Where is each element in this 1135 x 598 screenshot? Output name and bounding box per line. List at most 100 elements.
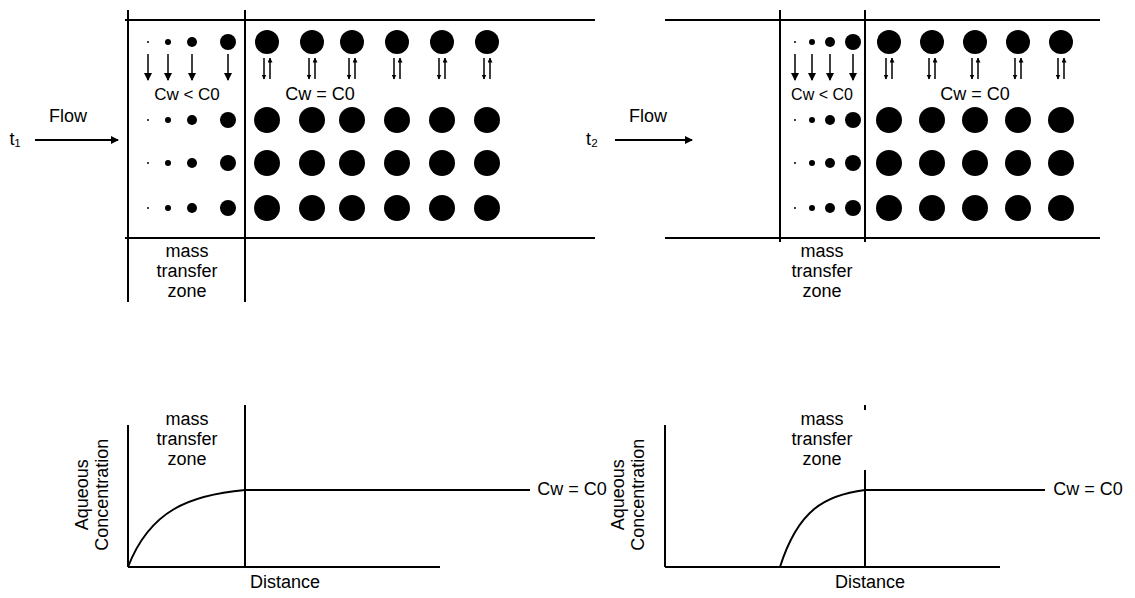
sorbent-grain <box>339 150 365 176</box>
sorption-arrow <box>928 58 930 79</box>
sorbent-grain <box>809 117 815 123</box>
sorbent-grain <box>384 195 410 221</box>
sorbent-grain <box>165 160 171 166</box>
concentration-label: Cw < C0 <box>789 86 855 104</box>
axis-title: Aqueous Concentration <box>72 431 112 560</box>
sorbent-grain <box>1048 107 1074 133</box>
sorption-arrow <box>314 58 316 79</box>
sorption-arrow <box>1014 58 1016 79</box>
sorbent-grain <box>919 150 945 176</box>
sorbent-grain <box>220 112 236 128</box>
zone-label: mass transfer zone <box>775 410 869 469</box>
sorbent-grain <box>475 30 499 54</box>
axis-title: Distance <box>248 573 322 593</box>
sorbent-grain <box>429 150 455 176</box>
time-label: t₂ <box>584 130 600 150</box>
sorbent-grain <box>809 160 815 166</box>
time-label: t₁ <box>7 130 22 150</box>
zone-label: mass transfer zone <box>140 242 234 301</box>
sorbent-grain <box>825 158 835 168</box>
sorption-arrow <box>308 58 310 79</box>
sorbent-grain <box>220 34 236 50</box>
sorbent-grain <box>187 158 197 168</box>
sorbent-grain <box>220 155 236 171</box>
sorbent-grain <box>220 200 236 216</box>
sorbent-grain <box>385 30 409 54</box>
zone-label: mass transfer zone <box>775 242 869 301</box>
sorbent-grain <box>165 117 171 123</box>
sorbent-grain <box>845 112 861 128</box>
sorbent-grain <box>825 203 835 213</box>
sorption-arrow <box>1063 58 1065 79</box>
sorbent-grain <box>384 150 410 176</box>
sorbent-grain <box>877 30 901 54</box>
sorption-arrow <box>147 54 149 80</box>
sorbent-grain <box>255 30 279 54</box>
sorbent-grain <box>845 34 861 50</box>
sorbent-grain <box>809 39 815 45</box>
sorption-arrow <box>393 58 395 79</box>
sorbent-grain <box>794 41 796 43</box>
sorbent-grain <box>339 107 365 133</box>
sorption-arrow <box>934 58 936 79</box>
sorbent-grain <box>1048 195 1074 221</box>
sorbent-grain <box>845 155 861 171</box>
sorbent-grain <box>429 195 455 221</box>
sorbent-grain <box>1005 107 1031 133</box>
sorbent-grain <box>962 150 988 176</box>
sorbent-grain <box>919 195 945 221</box>
flow-label: Flow <box>627 107 669 127</box>
sorption-arrow <box>483 58 485 79</box>
sorption-arrow <box>811 54 813 80</box>
sorbent-grain <box>187 115 197 125</box>
sorbent-grain <box>384 107 410 133</box>
sorbent-grain <box>187 203 197 213</box>
sorbent-grain <box>474 150 500 176</box>
sorbent-grain <box>1006 30 1030 54</box>
sorbent-grain <box>299 195 325 221</box>
sorbent-grain <box>809 205 815 211</box>
axis-title: Aqueous Concentration <box>608 431 648 560</box>
axis-title: Distance <box>833 573 907 593</box>
sorbent-grain <box>430 30 454 54</box>
sorbent-grain <box>794 119 796 121</box>
sorption-arrow <box>191 54 193 80</box>
sorbent-grain <box>1048 150 1074 176</box>
sorption-arrow <box>269 58 271 79</box>
sorbent-grain <box>876 195 902 221</box>
sorption-arrow <box>977 58 979 79</box>
sorbent-grain <box>962 195 988 221</box>
sorption-arrow <box>1057 58 1059 79</box>
sorbent-grain <box>254 150 280 176</box>
sorbent-grain <box>187 37 197 47</box>
sorption-arrow <box>444 58 446 79</box>
sorption-arrow <box>354 58 356 79</box>
sorbent-grain <box>919 107 945 133</box>
sorbent-grain <box>299 150 325 176</box>
sorbent-grain <box>429 107 455 133</box>
sorption-arrow <box>438 58 440 79</box>
sorbent-grain <box>794 162 796 164</box>
sorbent-grain <box>845 200 861 216</box>
sorbent-grain <box>825 37 835 47</box>
sorbent-grain <box>474 195 500 221</box>
sorbent-grain <box>1049 30 1073 54</box>
sorption-arrow <box>167 54 169 80</box>
sorbent-grain <box>147 207 149 209</box>
sorbent-grain <box>254 195 280 221</box>
sorbent-grain <box>962 107 988 133</box>
sorbent-grain <box>299 107 325 133</box>
concentration-label: Cw = C0 <box>938 85 1012 105</box>
sorption-arrow <box>227 54 229 80</box>
sorbent-grain <box>165 205 171 211</box>
sorbent-grain <box>825 115 835 125</box>
sorption-arrow <box>794 54 796 80</box>
sorption-arrow <box>885 58 887 79</box>
sorption-arrow <box>1020 58 1022 79</box>
sorbent-grain <box>794 207 796 209</box>
sorbent-grain <box>147 119 149 121</box>
sorption-arrow <box>891 58 893 79</box>
sorbent-grain <box>300 30 324 54</box>
sorbent-grain <box>165 39 171 45</box>
sorbent-grain <box>340 30 364 54</box>
